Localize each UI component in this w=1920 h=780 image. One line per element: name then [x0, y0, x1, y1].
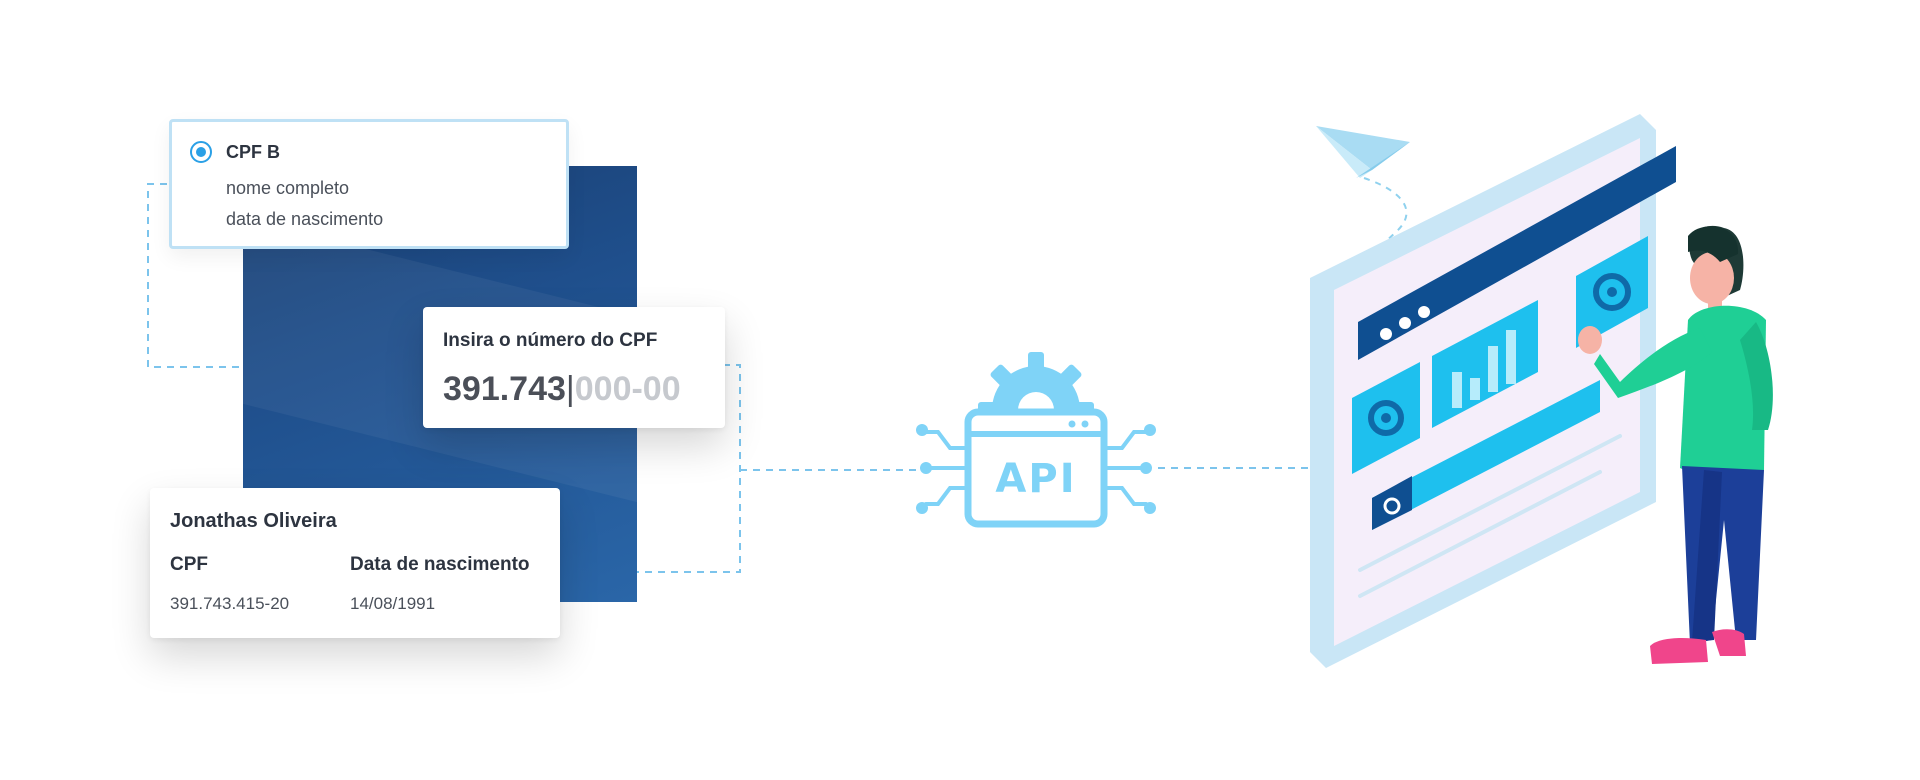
text-caret: | [565, 370, 575, 408]
api-label: API [995, 456, 1076, 502]
result-birth-label: Data de nascimento [350, 554, 530, 575]
cpf-mask-placeholder: 000-00 [574, 370, 681, 408]
result-card: Jonathas Oliveira CPF Data de nascimento… [150, 488, 560, 638]
result-cpf-value: 391.743.415-20 [170, 594, 290, 613]
result-name: Jonathas Oliveira [170, 510, 337, 532]
person-illustration [1578, 225, 1773, 664]
cpf-field-birthdate: data de nascimento [226, 209, 384, 229]
result-birth-value: 14/08/1991 [350, 594, 436, 613]
api-icon: API [916, 352, 1156, 528]
radio-icon[interactable] [190, 141, 212, 163]
search-bar [1372, 380, 1600, 530]
screen-illustration [1310, 114, 1676, 668]
cpf-input-field[interactable]: 391.743|000-00 [443, 370, 681, 409]
settings-icon-2 [1576, 236, 1648, 348]
bar-chart-icon [1432, 300, 1538, 428]
screen-header-bar [1358, 146, 1676, 360]
cpf-input-card[interactable]: Insira o número do CPF 391.743|000-00 [423, 307, 725, 428]
cpf-typed-value: 391.743 [443, 370, 566, 408]
settings-icon [1352, 362, 1420, 474]
cpf-option-card[interactable]: CPF B nome completo data de nascimento [169, 119, 569, 249]
paper-plane-icon [1316, 126, 1410, 267]
cpf-input-label: Insira o número do CPF [443, 330, 658, 351]
search-icon [1383, 497, 1401, 515]
cpf-field-name: nome completo [226, 178, 350, 198]
result-cpf-label: CPF [170, 554, 208, 575]
cpf-option-title: CPF B [226, 142, 280, 162]
left-connector-lines [147, 183, 926, 573]
